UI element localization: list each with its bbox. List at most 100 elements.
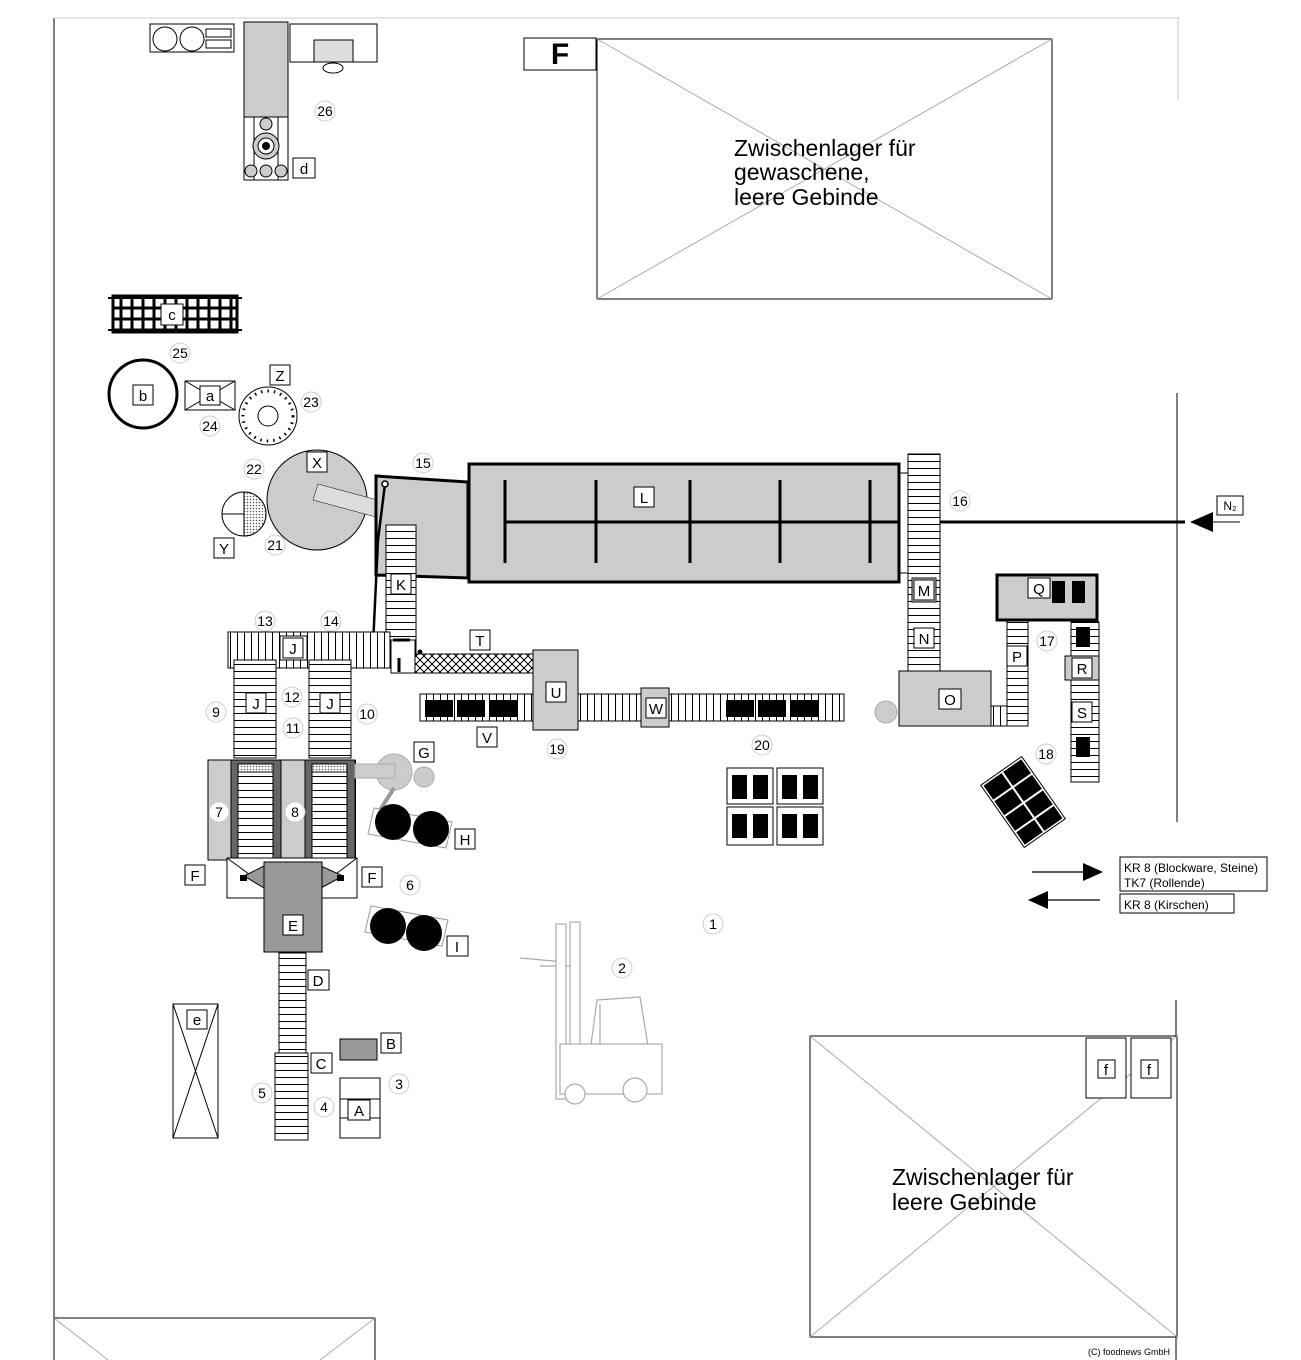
- label-d: d: [300, 161, 308, 178]
- num-9: 9: [212, 704, 220, 720]
- label-S: S: [1077, 705, 1087, 722]
- label-Q: Q: [1033, 581, 1045, 598]
- label-Z: Z: [275, 368, 284, 385]
- label-V: V: [482, 730, 492, 747]
- route-arrows: KR 8 (Blockware, Steine) TK7 (Rollende) …: [1028, 856, 1268, 914]
- pallet-station-18: [980, 755, 1066, 849]
- storage-lower-line-2: leere Gebinde: [892, 1189, 1037, 1215]
- num-20: 20: [754, 737, 770, 753]
- copyright-text: (C) foodnews GmbH: [1088, 1347, 1170, 1357]
- num-7: 7: [215, 804, 223, 820]
- station-e: [226, 857, 358, 953]
- label-L: L: [640, 490, 648, 507]
- label-O: O: [944, 692, 956, 709]
- storage-upper-line-3: leere Gebinde: [734, 184, 879, 210]
- nitrogen-label: N₂: [1223, 499, 1237, 513]
- num-11: 11: [286, 720, 301, 736]
- label-K: K: [396, 577, 406, 594]
- forklift: [519, 921, 663, 1105]
- label-J-top: J: [289, 641, 297, 658]
- route-in-label: KR 8 (Kirschen): [1124, 898, 1209, 912]
- num-23: 23: [303, 394, 319, 410]
- num-3: 3: [395, 1076, 403, 1092]
- num-24: 24: [202, 418, 218, 434]
- storage-area-empty-containers: f f Zwischenlager für leere Gebinde: [809, 1035, 1178, 1338]
- svg-text:Zwischenlager für: Zwischenlager für: [892, 1164, 1074, 1190]
- label-W: W: [649, 701, 664, 718]
- label-a: a: [206, 388, 215, 405]
- label-U: U: [551, 685, 562, 702]
- slot-label-f2: f: [1147, 1062, 1152, 1079]
- label-X: X: [312, 455, 322, 472]
- num-2: 2: [618, 960, 626, 976]
- label-b: b: [139, 388, 147, 405]
- station-i-barrels: [364, 905, 449, 951]
- num-16: 16: [952, 493, 968, 509]
- station-z-carousel: [238, 386, 298, 446]
- num-17: 17: [1039, 633, 1055, 649]
- label-J-left: J: [252, 696, 260, 713]
- svg-text:gewaschene,: gewaschene,: [734, 159, 870, 185]
- conveyor-d: [274, 952, 309, 1141]
- station-h-barrels: [367, 804, 453, 849]
- num-10: 10: [359, 706, 375, 722]
- label-I: I: [455, 939, 459, 956]
- num-15: 15: [415, 455, 431, 471]
- num-26: 26: [317, 103, 333, 119]
- svg-text:TK7 (Rollende): TK7 (Rollende): [1124, 876, 1205, 890]
- label-H: H: [460, 832, 471, 849]
- label-A: A: [354, 1103, 364, 1120]
- label-E: E: [288, 918, 298, 935]
- svg-text:leere Gebinde: leere Gebinde: [892, 1189, 1037, 1215]
- label-T: T: [475, 633, 484, 650]
- num-5: 5: [258, 1085, 266, 1101]
- storage-letter-f: F: [551, 38, 569, 71]
- slot-label-f1: f: [1104, 1062, 1109, 1079]
- storage-lower-line-1: Zwischenlager für: [892, 1164, 1074, 1190]
- num-14: 14: [323, 613, 339, 629]
- label-J-right: J: [326, 696, 334, 713]
- label-F-left: F: [190, 868, 199, 885]
- svg-text:Zwischenlager für: Zwischenlager für: [734, 135, 916, 161]
- label-C: C: [316, 1056, 327, 1073]
- num-6: 6: [406, 877, 414, 893]
- num-4: 4: [320, 1099, 328, 1115]
- station-x-silo: [266, 449, 393, 551]
- number-text: 1 2 3 4 5 6 7 8 9 10 11 12 13 14 15 16 1…: [172, 103, 1055, 1115]
- label-c: c: [168, 307, 176, 324]
- label-Y: Y: [219, 541, 229, 558]
- letter-labels: A B C D E F F G H I J J J K L M N O P: [132, 157, 1093, 1121]
- label-R: R: [1077, 661, 1088, 678]
- station-g: [354, 753, 435, 812]
- num-1: 1: [709, 916, 717, 932]
- num-13: 13: [257, 613, 273, 629]
- station-y-separator: [221, 491, 267, 537]
- svg-text:KR 8 (Blockware, Steine): KR 8 (Blockware, Steine): [1124, 861, 1258, 875]
- num-21: 21: [267, 537, 283, 553]
- nitrogen-inlet: N₂: [1190, 495, 1244, 532]
- label-D: D: [313, 973, 324, 990]
- number-labels: [169, 100, 1058, 1118]
- label-N: N: [919, 631, 930, 648]
- label-P: P: [1012, 649, 1022, 666]
- storage-area-bottom: [53, 1317, 376, 1360]
- pallet-station-20: [726, 767, 824, 846]
- conveyor-v-w: [419, 687, 845, 728]
- num-18: 18: [1038, 746, 1054, 762]
- num-12: 12: [284, 689, 300, 705]
- label-B: B: [386, 1036, 396, 1053]
- route-out-line-2: TK7 (Rollende): [1124, 876, 1205, 890]
- station-b: [339, 1038, 378, 1061]
- svg-text:leere Gebinde: leere Gebinde: [734, 184, 879, 210]
- station-l-processing-line: [370, 462, 1185, 667]
- storage-area-washed-containers: F Zwischenlager für gewaschene, leere Ge…: [523, 37, 1053, 300]
- conveyor-t: [390, 638, 551, 674]
- num-19: 19: [549, 741, 565, 757]
- label-M: M: [918, 583, 931, 600]
- washing-lines-j: [207, 631, 391, 861]
- num-8: 8: [291, 804, 299, 820]
- label-G: G: [418, 745, 430, 762]
- label-e: e: [193, 1012, 201, 1029]
- label-F-right: F: [367, 870, 376, 887]
